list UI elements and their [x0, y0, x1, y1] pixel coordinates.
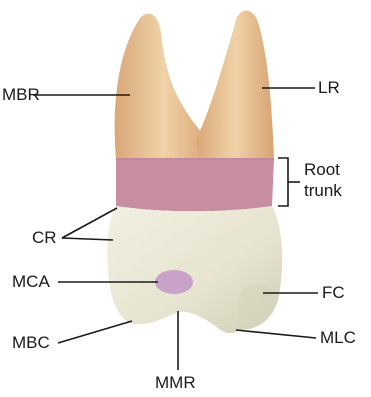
lingual-root	[196, 11, 274, 161]
label-root-trunk-line2: trunk	[304, 181, 342, 201]
label-cr: CR	[32, 228, 57, 248]
label-lr: LR	[318, 78, 340, 98]
mesial-contact-area	[155, 270, 193, 294]
label-root-trunk-line1: Root	[304, 160, 340, 180]
label-mbr: MBR	[2, 85, 40, 105]
label-fc: FC	[322, 283, 345, 303]
root-trunk-band	[116, 158, 274, 211]
label-mca: MCA	[12, 272, 50, 292]
label-mbc: MBC	[12, 333, 50, 353]
label-mmr: MMR	[155, 373, 196, 393]
label-mlc: MLC	[320, 328, 356, 348]
